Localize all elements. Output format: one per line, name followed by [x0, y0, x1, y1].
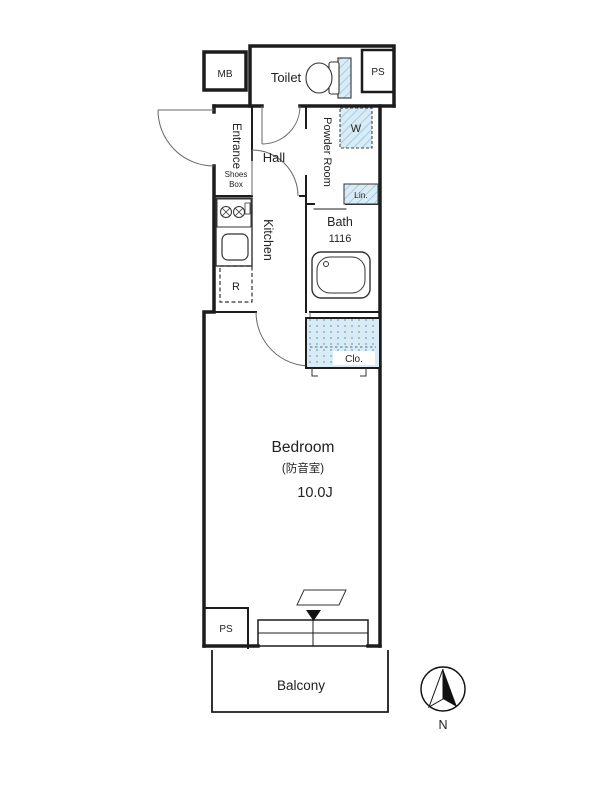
bath-label: Bath	[327, 215, 353, 229]
sliding-panel-icon	[296, 589, 347, 606]
balcony-window	[257, 589, 369, 647]
bathtub-inner-icon	[316, 256, 366, 294]
grill-icon	[244, 202, 251, 215]
hall-label: Hall	[263, 150, 286, 165]
ps-top-box	[360, 48, 396, 94]
shoes-box-label-line2: Box	[229, 180, 243, 189]
closet-fixture	[305, 317, 381, 377]
toilet-fixture	[305, 57, 352, 99]
toilet-bowl-icon	[305, 62, 333, 94]
north-label: N	[438, 718, 447, 732]
bedroom-label: Bedroom	[272, 439, 335, 456]
down-triangle-marker	[306, 610, 321, 621]
refrigerator-label: R	[232, 281, 240, 293]
compass-needle-light-icon	[428, 668, 444, 709]
left-wall	[202, 104, 216, 648]
bedroom-area-label: 10.0J	[297, 485, 332, 501]
exterior-walls	[202, 44, 396, 648]
bath-size-label: 1116	[329, 233, 352, 245]
bedroom-note-label: (防音室)	[282, 461, 324, 475]
entrance-door-arc	[157, 109, 215, 167]
linen-fixture	[343, 183, 379, 205]
toilet-label: Toilet	[271, 70, 302, 85]
burner-left-cross-icon	[221, 207, 231, 217]
kitchen-label: Kitchen	[261, 219, 275, 261]
closet-label-bg	[333, 351, 375, 365]
mb-box	[202, 50, 248, 92]
bathtub-drain-icon	[323, 261, 329, 267]
linen-label: Lin.	[354, 190, 368, 200]
entrance-label: Entrance	[230, 123, 242, 169]
kitchen-fixtures	[215, 197, 253, 303]
washer-label: W	[351, 123, 362, 135]
washer-fixture	[339, 107, 373, 149]
mb-label: MB	[218, 69, 233, 80]
hall-door-arc	[251, 149, 299, 197]
burner-right-icon	[233, 206, 245, 218]
north-arrow	[420, 666, 466, 712]
burner-right-cross-icon	[234, 207, 244, 217]
balcony-walls	[211, 650, 389, 713]
linen-box-icon	[343, 183, 379, 205]
bath-fixtures	[311, 251, 371, 299]
bathtub-icon	[311, 251, 371, 299]
balcony-label: Balcony	[277, 678, 325, 693]
labels: MB Toilet PS Entrance Shoes Box Hall Pow…	[218, 67, 448, 732]
ps-top-label: PS	[371, 67, 385, 78]
stove-icon	[216, 198, 252, 228]
closet-label: Clo.	[345, 354, 363, 365]
door-swings	[157, 105, 311, 367]
shoes-box-label-line1: Shoes	[225, 170, 248, 179]
compass-needle-dark-icon	[443, 669, 457, 707]
ps-bottom-box	[203, 607, 249, 649]
powder-room-label: Powder Room	[321, 117, 333, 187]
balcony-rail	[211, 650, 389, 713]
refrigerator-space-icon	[219, 265, 253, 303]
toilet-tank-icon	[337, 57, 352, 99]
sink-icon	[221, 233, 249, 261]
washer-pan-icon	[339, 107, 373, 149]
ps-bottom-label: PS	[219, 624, 233, 635]
burner-left-icon	[220, 206, 232, 218]
toilet-door-arc	[261, 105, 301, 145]
bedroom-door-arc	[255, 311, 311, 367]
closet-door-pivots-icon	[311, 368, 367, 377]
